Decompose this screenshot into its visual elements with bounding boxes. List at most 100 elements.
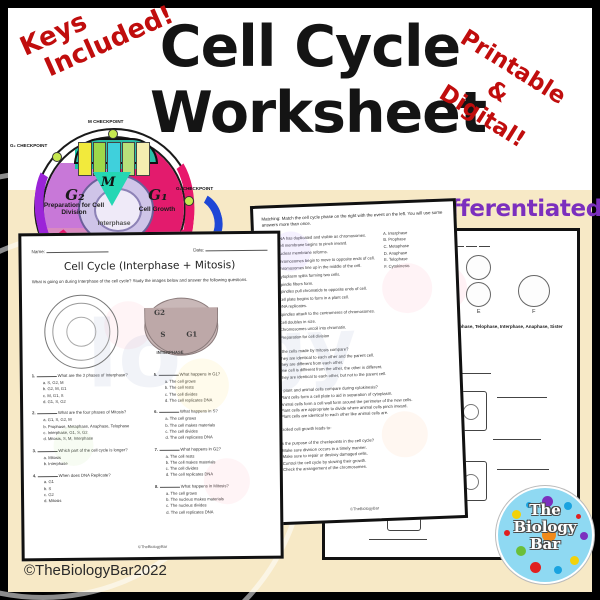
decor-dot <box>53 425 94 467</box>
copyright-text: ©TheBiologyBar2022 <box>24 562 167 579</box>
g1-checkpoint-label: G₁ CHECKPOINT <box>176 186 214 191</box>
question-4: 4. When does DNA Replicate? a. G1 b. S c… <box>33 471 149 504</box>
answer-line[interactable] <box>497 397 547 399</box>
question-number: 8. <box>154 483 159 489</box>
order-blank[interactable] <box>478 241 490 247</box>
mitosis-stage-bars <box>78 142 150 176</box>
option[interactable]: d. G1, S, G2 <box>43 398 66 404</box>
label-g1: G₁ <box>148 186 168 204</box>
title-line-2: Worksheet <box>150 80 487 147</box>
sheet2-question-2: How do plant and animal cells compare du… <box>260 381 461 421</box>
logo-text: The Biology Bar <box>498 502 592 552</box>
name-input[interactable] <box>46 245 109 254</box>
logo-line-3: Bar <box>529 534 561 553</box>
g1-checkpoint-dot <box>184 196 194 206</box>
label-g1-sub: Cell Growth <box>138 206 176 213</box>
sheet2-question-1: How do the cells made by mitosis compare… <box>258 342 459 382</box>
page-title: Cell Cycle Worksheet <box>150 14 487 147</box>
logo-dot <box>570 556 579 565</box>
answer-line[interactable] <box>435 373 491 375</box>
question-6: 6. What happens in S? a. The cell grows … <box>154 407 270 440</box>
title-line-1: Cell Cycle <box>159 14 461 80</box>
matching-instructions: Matching: Match the cell cycle phase on … <box>261 209 443 229</box>
answer-line[interactable] <box>369 539 427 541</box>
name-field-row[interactable]: Name: <box>31 245 109 255</box>
logo-line-1: The <box>529 501 561 519</box>
matching-item-text: Preparation for cell division <box>280 332 330 340</box>
worksheet-preview-1[interactable]: lo Name: Date: Cell Cycle (Interphase + … <box>18 230 284 562</box>
sheet2-question-3: What is the purpose of the checkpoints i… <box>262 434 463 474</box>
m-phase-wedge <box>93 172 131 206</box>
order-blank[interactable] <box>465 241 477 247</box>
answer-blank[interactable] <box>37 471 58 477</box>
date-field-row[interactable]: Date: <box>193 243 268 253</box>
matching-item-text: Cell doubles in size. <box>279 318 317 325</box>
sheet1-title: Cell Cycle (Interphase + Mitosis) <box>63 259 236 273</box>
interphase-pie-chart: G2 S G1 INTERPHASE <box>140 289 223 364</box>
logo-dot <box>530 562 541 573</box>
pie-label-interphase: INTERPHASE <box>156 349 184 356</box>
label-g2: G₂ <box>65 186 85 204</box>
brand-logo: The Biology Bar <box>496 486 594 584</box>
question-number: 7. <box>154 446 159 452</box>
matching-item-text: DNA replicates. <box>278 303 308 310</box>
answer-blank[interactable] <box>36 409 57 415</box>
label-g2-sub: Preparation for Cell Division <box>43 202 105 216</box>
mini-cell-cycle-diagram <box>36 288 133 370</box>
date-input[interactable] <box>205 243 268 252</box>
logo-dot <box>526 502 532 508</box>
m-phase-label: M <box>101 175 116 190</box>
stage-bar-prophase <box>78 142 92 176</box>
answer-blank[interactable] <box>159 445 180 451</box>
question-text: What are the four phases of Mitosis? <box>57 409 127 416</box>
answer-blank[interactable] <box>158 408 179 414</box>
pie-label-s: S <box>160 330 166 340</box>
question-number: 5. <box>153 372 158 378</box>
logo-dot <box>512 510 521 519</box>
decor-dot <box>174 358 230 413</box>
logo-dot <box>554 566 562 574</box>
logo-dot <box>576 514 581 519</box>
question-text: What happens in G2? <box>180 445 221 452</box>
logo-dot <box>564 502 572 510</box>
option[interactable]: d. The cell replicates DNA <box>165 434 213 440</box>
date-label: Date: <box>193 247 205 253</box>
answer-line[interactable] <box>497 469 549 471</box>
cell-illustration <box>466 282 492 307</box>
cell-figure-f: F <box>517 275 550 315</box>
matching-item-text: Spindle fibers form. <box>277 280 314 287</box>
answer-blank[interactable] <box>158 370 179 377</box>
matching-item-text: Chromosomes uncoil into chromatin. <box>279 324 347 333</box>
answer-blank[interactable] <box>159 482 180 488</box>
question-text: When does DNA Replicate? <box>58 471 111 478</box>
order-blank[interactable] <box>452 241 464 247</box>
pie-label-g2: G2 <box>154 308 166 318</box>
option[interactable]: d. The cell replicates DNA <box>166 508 214 515</box>
logo-line-2: Biology <box>513 517 577 536</box>
matching-item-text: Cytoplasm splits forming two cells. <box>277 271 341 279</box>
answer-line[interactable] <box>493 439 541 441</box>
cell-label: E <box>476 309 481 315</box>
answer-blank[interactable] <box>36 372 57 378</box>
cell-illustration <box>466 255 492 280</box>
question-1: 1. What are the 3 phases of Interphase? … <box>32 371 148 404</box>
sheet1-footer: ©TheBiologyBar <box>137 543 168 550</box>
nucleus-icon <box>463 404 479 421</box>
logo-dot <box>542 496 553 507</box>
m-checkpoint-dot <box>108 129 118 139</box>
logo-dot <box>580 532 588 540</box>
g2-checkpoint-label: G₂ CHECKPOINT <box>10 143 48 148</box>
decor-dot <box>203 457 251 505</box>
sheet2-footer: ©TheBiologyBar <box>349 505 380 512</box>
logo-dot <box>516 546 526 556</box>
name-label: Name: <box>31 249 46 255</box>
option[interactable]: d. Mitosis <box>44 498 62 504</box>
question-number: 1. <box>31 373 36 379</box>
matching-item-text: Cell plate begins to form in a plant cel… <box>278 294 350 302</box>
question-text: What are the 3 phases of Interphase? <box>57 372 128 379</box>
g2-checkpoint-dot <box>52 152 62 162</box>
question-number: 6. <box>154 409 158 415</box>
logo-dot <box>504 530 510 536</box>
label-interphase: Interphase <box>97 220 131 227</box>
